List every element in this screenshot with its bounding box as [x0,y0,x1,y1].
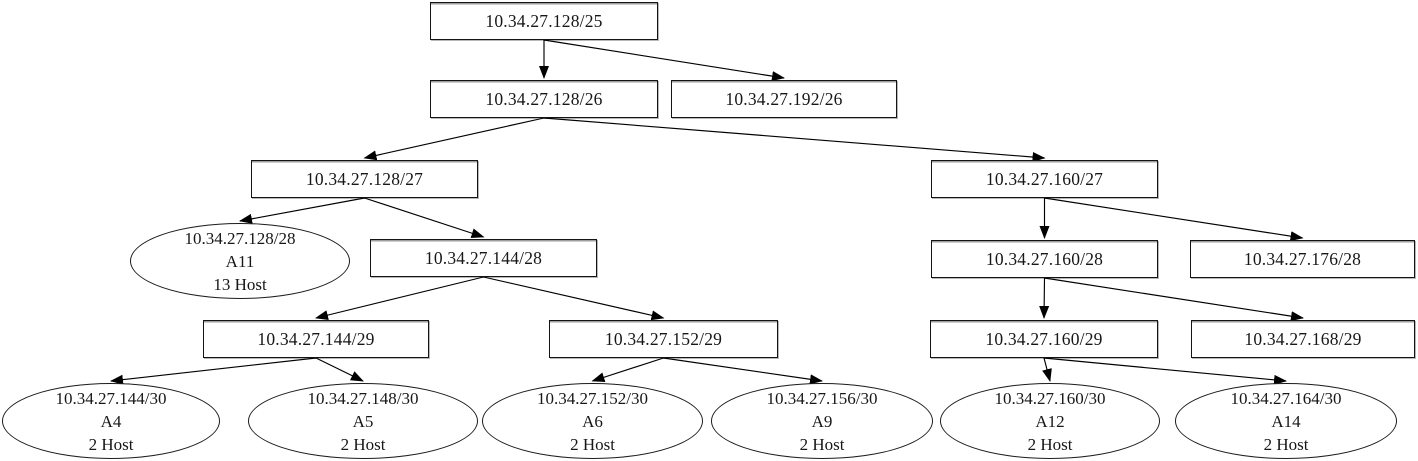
host-count: 2 Host [340,434,386,454]
network-name: A9 [811,411,833,431]
subnet-label: 10.34.27.156/30 [766,388,878,408]
network-name: A5 [352,411,374,431]
subnet-ellipse-a6: 10.34.27.152/30 A6 2 Host [482,383,703,459]
network-name: A11 [225,251,255,271]
subnet-box-10-34-27-144-29: 10.34.27.144/29 [203,320,429,358]
subnet-box-10-34-27-152-29: 10.34.27.152/29 [549,320,778,358]
subnet-box-10-34-27-160-28: 10.34.27.160/28 [931,240,1158,278]
subnet-label: 10.34.27.164/30 [1230,388,1342,408]
host-count: 2 Host [799,434,845,454]
subnet-ellipse-a4: 10.34.27.144/30 A4 2 Host [2,383,220,459]
subnet-box-10-34-27-128-27: 10.34.27.128/27 [251,160,478,198]
subnet-label: 10.34.27.128/28 [184,228,296,248]
subnet-label: 10.34.27.144/30 [55,388,167,408]
subnet-label: 10.34.27.152/30 [537,388,648,408]
subnet-ellipse-a11: 10.34.27.128/28 A11 13 Host [130,223,350,299]
subnet-ellipse-a9: 10.34.27.156/30 A9 2 Host [711,383,933,459]
subnet-label: 10.34.27.160/30 [994,388,1106,408]
subnet-ellipse-a14: 10.34.27.164/30 A14 2 Host [1175,383,1397,459]
host-count: 2 Host [1263,434,1309,454]
subnet-box-10-34-27-160-27: 10.34.27.160/27 [931,160,1158,198]
network-name: A12 [1035,411,1065,431]
subnet-label: 10.34.27.148/30 [307,388,419,408]
host-count: 2 Host [570,434,615,454]
subnet-box-10-34-27-144-28: 10.34.27.144/28 [370,239,597,277]
host-count: 2 Host [88,434,134,454]
host-count: 13 Host [213,274,267,294]
subnet-box-10-34-27-128-26: 10.34.27.128/26 [430,80,658,118]
host-count: 2 Host [1027,434,1073,454]
subnet-box-10-34-27-168-29: 10.34.27.168/29 [1191,320,1415,358]
network-name: A4 [100,411,122,431]
subnet-ellipse-a5: 10.34.27.148/30 A5 2 Host [248,383,478,459]
subnet-box-10-34-27-160-29: 10.34.27.160/29 [930,320,1158,358]
subnet-ellipse-a12: 10.34.27.160/30 A12 2 Host [940,383,1160,459]
network-name: A6 [582,411,603,431]
subnet-box-10-34-27-176-28: 10.34.27.176/28 [1190,240,1415,278]
network-name: A14 [1271,411,1301,431]
subnet-box-10-34-27-128-25: 10.34.27.128/25 [430,2,658,40]
subnet-box-10-34-27-192-26: 10.34.27.192/26 [671,80,897,118]
